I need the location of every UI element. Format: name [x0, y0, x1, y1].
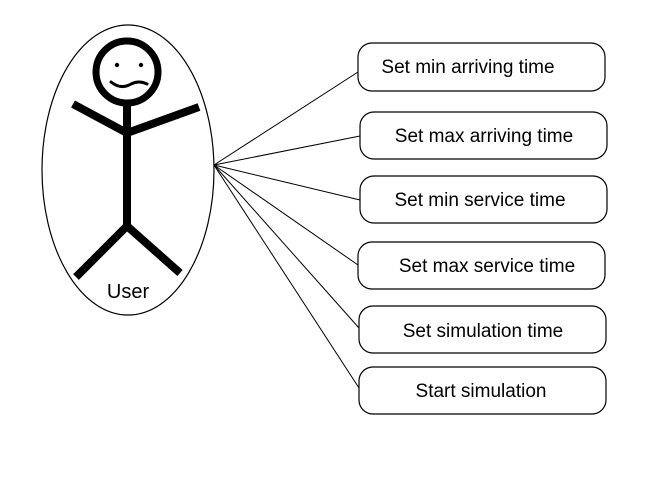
actor-user: User: [41, 24, 215, 316]
use-case-box[interactable]: [357, 241, 606, 290]
use-case-label: Set min arriving time: [381, 57, 554, 78]
use-case-box[interactable]: [357, 42, 606, 92]
association-line: [213, 164, 361, 201]
use-case-set-simulation-time[interactable]: Set simulation time: [358, 305, 607, 354]
association-line: [213, 164, 359, 266]
association-line: [213, 71, 359, 166]
use-case-box[interactable]: [359, 111, 608, 160]
use-case-set-max-service-time[interactable]: Set max service time: [357, 241, 606, 290]
stick-figure-mouth: [109, 80, 149, 89]
use-case-label: Set max arriving time: [395, 126, 573, 147]
use-case-label: Set max service time: [399, 256, 575, 277]
stick-figure-eye: [114, 62, 120, 68]
association-line: [213, 164, 360, 329]
use-case-label: Set simulation time: [403, 321, 564, 342]
use-case-box[interactable]: [359, 175, 608, 224]
stick-figure-eye: [138, 62, 144, 68]
use-case-label: Start simulation: [416, 381, 547, 402]
actor-label: User: [107, 281, 150, 303]
association-line: [213, 135, 361, 166]
use-case-box[interactable]: [358, 366, 607, 415]
stick-figure-arm: [125, 103, 201, 137]
association-line: [213, 164, 360, 389]
use-case-label: Set min service time: [394, 190, 565, 211]
use-case-start-simulation[interactable]: Start simulation: [358, 366, 607, 415]
stick-figure-arm: [71, 100, 129, 137]
stick-figure-leg: [124, 223, 183, 276]
use-case-set-min-arriving-time[interactable]: Set min arriving time: [357, 42, 606, 92]
use-case-box[interactable]: [358, 305, 607, 354]
use-case-set-max-arriving-time[interactable]: Set max arriving time: [359, 111, 608, 160]
stick-figure-leg: [73, 223, 130, 280]
use-case-set-min-service-time[interactable]: Set min service time: [359, 175, 608, 224]
associations: [213, 71, 361, 389]
stick-figure-icon: [71, 37, 201, 280]
